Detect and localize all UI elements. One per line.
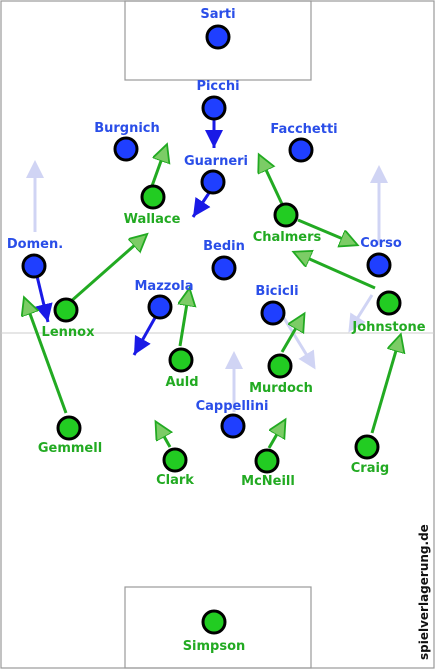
- green-arrow: [296, 253, 376, 290]
- green-arrow: [297, 218, 355, 244]
- player-marker-clark: [162, 447, 188, 473]
- green-arrow: [180, 291, 189, 347]
- player-label: Chalmers: [253, 230, 322, 245]
- player-marker-picchi: [201, 95, 227, 121]
- player-label: Wallace: [124, 212, 181, 227]
- player-label: Clark: [156, 473, 194, 488]
- player-label: Burgnich: [94, 121, 160, 136]
- player-label: Domen.: [7, 237, 63, 252]
- team-a-players: [21, 24, 392, 439]
- player-label: Guarneri: [184, 154, 248, 169]
- player-label: McNeill: [241, 474, 295, 489]
- player-marker-mcneill: [254, 448, 280, 474]
- green-arrow: [260, 157, 284, 205]
- player-label: Picchi: [196, 79, 239, 94]
- player-marker-bedin: [211, 255, 237, 281]
- player-marker-auld: [168, 347, 194, 373]
- player-marker-cappellini: [220, 413, 246, 439]
- green-arrow: [267, 422, 284, 449]
- green-arrow: [25, 300, 68, 414]
- player-label: Auld: [165, 375, 198, 390]
- player-label: Bicicli: [255, 284, 298, 299]
- player-marker-bicicli: [260, 300, 286, 326]
- team-b-players: [53, 184, 402, 635]
- player-marker-craig: [354, 434, 380, 460]
- player-label: Gemmell: [38, 441, 102, 456]
- team-b-labels: Wallace Chalmers Lennox Johnstone Auld M…: [38, 212, 426, 654]
- blue-arrow: [35, 275, 53, 323]
- team-b-arrows: [25, 147, 400, 449]
- green-arrow: [370, 337, 400, 434]
- top-penalty-box: [124, 0, 312, 81]
- player-label: Mazzola: [134, 279, 193, 294]
- player-marker-domen: [21, 253, 47, 279]
- player-marker-mazzola: [147, 294, 173, 320]
- player-label: Cappellini: [196, 399, 269, 414]
- player-marker-burgnich: [113, 136, 139, 162]
- player-marker-guarneri: [200, 169, 226, 195]
- player-marker-chalmers: [273, 202, 299, 228]
- green-arrow: [280, 316, 303, 353]
- player-marker-murdoch: [267, 353, 293, 379]
- player-marker-simpson: [201, 609, 227, 635]
- blue-arrow: [132, 315, 158, 356]
- faint-arrow: [348, 294, 374, 333]
- player-label: Johnstone: [351, 320, 425, 335]
- player-marker-wallace: [140, 184, 166, 210]
- player-label: Craig: [351, 461, 390, 476]
- team-a-labels: Sarti Picchi Burgnich Facchetti Guarneri…: [7, 7, 402, 414]
- player-label: Sarti: [200, 7, 235, 22]
- blue-arrow: [191, 189, 213, 218]
- green-arrow: [68, 236, 145, 305]
- player-marker-johnstone: [376, 290, 402, 316]
- green-arrow: [157, 424, 170, 448]
- player-label: Corso: [360, 236, 402, 251]
- green-arrow: [150, 147, 166, 187]
- player-marker-sarti: [205, 24, 231, 50]
- team-a-arrows: [35, 120, 223, 356]
- player-label: Lennox: [42, 325, 96, 340]
- player-marker-corso: [366, 252, 392, 278]
- bottom-penalty-box: [124, 586, 312, 669]
- player-label: Murdoch: [249, 381, 313, 396]
- player-marker-facchetti: [288, 137, 314, 163]
- player-marker-gemmell: [56, 415, 82, 441]
- player-marker-lennox: [53, 297, 79, 323]
- watermark: spielverlagerung.de: [417, 524, 431, 660]
- player-label: Bedin: [203, 239, 245, 254]
- player-label: Simpson: [183, 639, 246, 654]
- player-label: Facchetti: [270, 122, 337, 137]
